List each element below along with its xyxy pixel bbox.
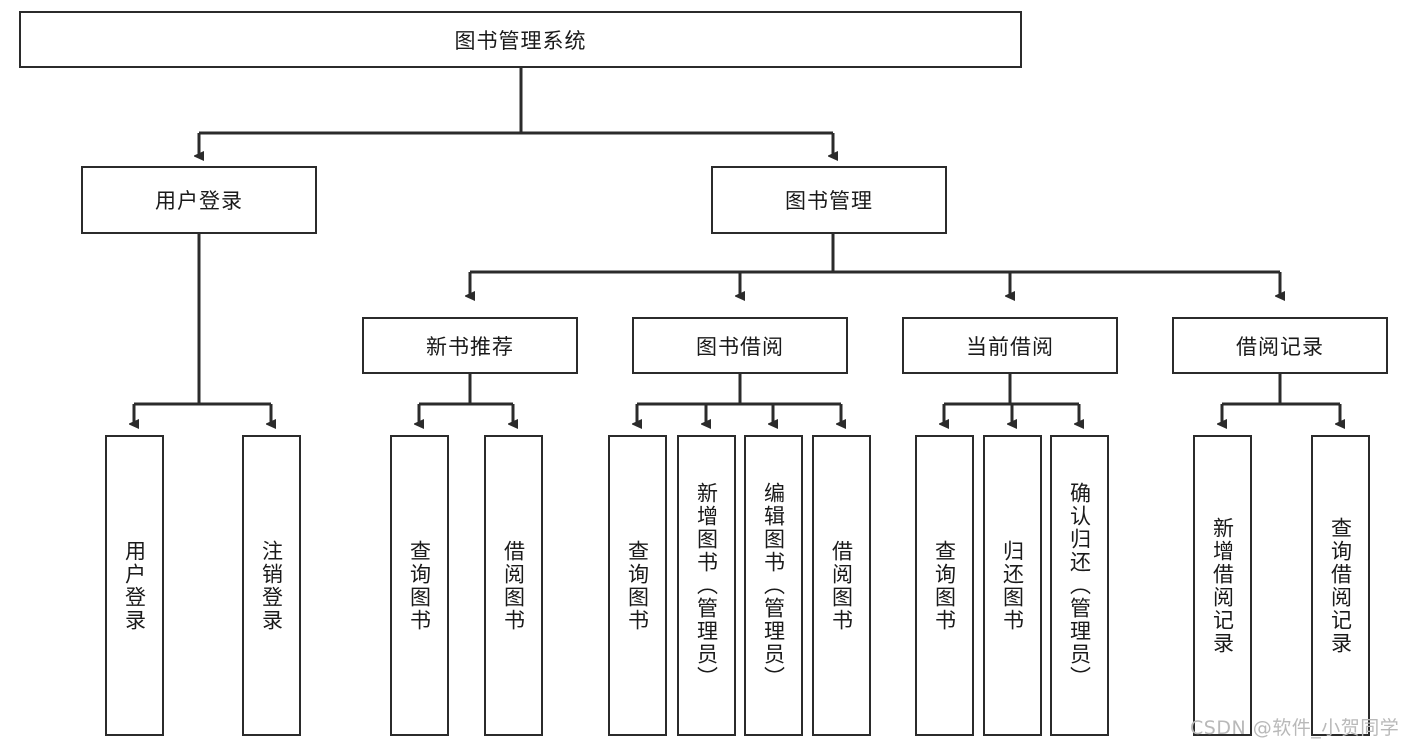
node-book-borrow-label: 图书借阅: [696, 334, 784, 359]
watermark-text: CSDN @软件_小贺同学: [1190, 717, 1400, 739]
node-book-management-label: 图书管理: [785, 189, 873, 213]
leaf-label: 查询图书: [407, 539, 432, 632]
node-root[interactable]: 图书管理系统: [19, 11, 1022, 68]
node-user-login[interactable]: 用户登录: [81, 166, 317, 234]
leaf-label: 借阅图书: [501, 539, 526, 632]
node-book-management[interactable]: 图书管理: [711, 166, 947, 234]
leaf-current-borrow-return[interactable]: 归还图书: [983, 435, 1042, 736]
leaf-label: 注销登录: [259, 539, 284, 632]
leaf-current-borrow-query[interactable]: 查询图书: [915, 435, 974, 736]
leaf-book-borrow-lend[interactable]: 借阅图书: [812, 435, 871, 736]
leaf-book-borrow-query[interactable]: 查询图书: [608, 435, 667, 736]
leaf-label: 用户登录: [122, 539, 147, 632]
leaf-book-borrow-edit[interactable]: 编辑图书（管理员）: [744, 435, 803, 736]
node-root-label: 图书管理系统: [454, 28, 587, 53]
leaf-label: 查询图书: [625, 539, 650, 632]
node-borrow-record-label: 借阅记录: [1236, 334, 1324, 359]
leaf-borrow-record-query[interactable]: 查询借阅记录: [1311, 435, 1370, 736]
leaf-user-login-signout[interactable]: 注销登录: [242, 435, 301, 736]
leaf-label: 新增借阅记录: [1210, 516, 1235, 655]
node-new-book-recommend[interactable]: 新书推荐: [362, 317, 578, 374]
leaf-new-book-borrow[interactable]: 借阅图书: [484, 435, 543, 736]
leaf-new-book-query[interactable]: 查询图书: [390, 435, 449, 736]
node-user-login-label: 用户登录: [155, 189, 243, 213]
node-new-book-recommend-label: 新书推荐: [426, 334, 514, 359]
node-book-borrow[interactable]: 图书借阅: [632, 317, 848, 374]
node-borrow-record[interactable]: 借阅记录: [1172, 317, 1388, 374]
leaf-label: 归还图书: [1000, 539, 1025, 632]
leaf-label: 查询借阅记录: [1328, 516, 1353, 655]
leaf-user-login-signin[interactable]: 用户登录: [105, 435, 164, 736]
leaf-label: 借阅图书: [829, 539, 854, 632]
leaf-label: 查询图书: [932, 539, 957, 632]
leaf-label: 新增图书（管理员）: [694, 482, 719, 689]
leaf-label: 确认归还（管理员）: [1067, 482, 1092, 689]
leaf-label: 编辑图书（管理员）: [761, 482, 786, 689]
leaf-borrow-record-add[interactable]: 新增借阅记录: [1193, 435, 1252, 736]
node-current-borrow[interactable]: 当前借阅: [902, 317, 1118, 374]
node-current-borrow-label: 当前借阅: [966, 334, 1054, 359]
leaf-current-borrow-confirm[interactable]: 确认归还（管理员）: [1050, 435, 1109, 736]
leaf-book-borrow-add[interactable]: 新增图书（管理员）: [677, 435, 736, 736]
